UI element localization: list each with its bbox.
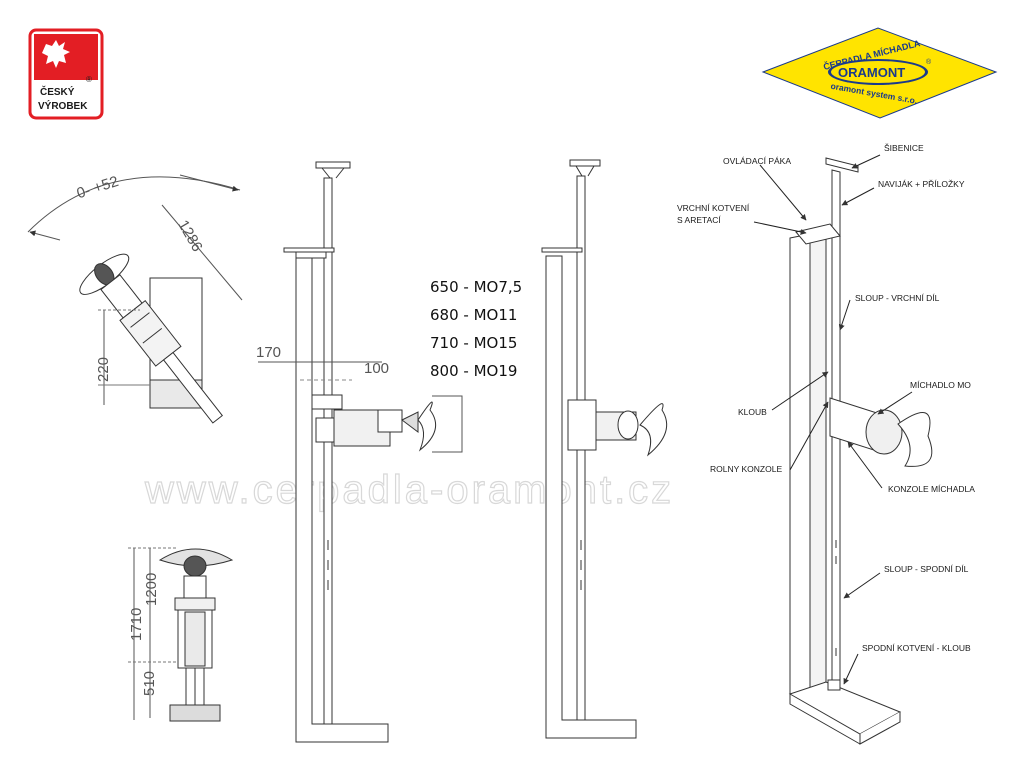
oramont-logo: ČERPADLA MÍCHADLA ORAMONT ® oramont syst… [761,27,998,119]
dim-angle: 0- +52 [75,173,121,202]
part-labels: ŠIBENICE OVLÁDACÍ PÁKA NAVIJÁK + PŘÍLOŽK… [677,143,975,653]
column-view-dimensions: 170 100 [256,161,463,743]
logo-line1: ČESKÝ [40,85,75,98]
dim-length: 1286 [174,217,205,254]
dim-1200: 1200 [143,573,160,606]
model-list: 650 - MO7,5 680 - MO11 710 - MO15 800 - … [430,278,522,380]
label-michadlo: MÍCHADLO MO [910,380,971,390]
label-rolny: ROLNY KONZOLE [710,464,782,474]
front-mixer-view: 1710 1200 510 [128,547,234,722]
dim-100: 100 [364,360,389,377]
model-0: 650 - MO7,5 [430,278,522,296]
column-view-plain [541,159,668,739]
label-ovladaci-paka: OVLÁDACÍ PÁKA [723,156,791,166]
label-konzole: KONZOLE MÍCHADLA [888,484,975,494]
logo-line2: VÝROBEK [38,99,88,112]
lion-icon [42,40,70,68]
logo-mark: ® [86,75,92,84]
leader-lines [753,154,913,685]
tilted-mixer-view: 0- +52 1286 220 [27,173,243,424]
model-3: 800 - MO19 [430,362,517,380]
label-kloub: KLOUB [738,407,767,417]
label-sibenice: ŠIBENICE [884,143,924,153]
column-view-labeled [788,157,933,745]
dim-510: 510 [141,671,158,696]
model-2: 710 - MO15 [430,334,517,352]
oramont-name: ORAMONT [838,65,905,80]
dim-170: 170 [256,344,281,361]
label-vrchni-kotveni-1: VRCHNÍ KOTVENÍ [677,203,750,213]
dim-220: 220 [95,357,112,382]
label-sloup-vrchni: SLOUP - VRCHNÍ DÍL [855,293,940,303]
dim-1710: 1710 [128,608,145,641]
oramont-mark: ® [926,58,932,66]
label-navijak: NAVIJÁK + PŘÍLOŽKY [878,179,965,189]
label-vrchni-kotveni-2: S ARETACÍ [677,215,721,225]
label-spodni-kotveni: SPODNÍ KOTVENÍ - KLOUB [862,643,971,653]
watermark: www.cerpadla-oramont.cz [144,468,674,512]
model-1: 680 - MO11 [430,306,517,324]
label-sloup-spodni: SLOUP - SPODNÍ DÍL [884,564,969,574]
czech-product-logo: ČESKÝ ® VÝROBEK [28,28,104,120]
